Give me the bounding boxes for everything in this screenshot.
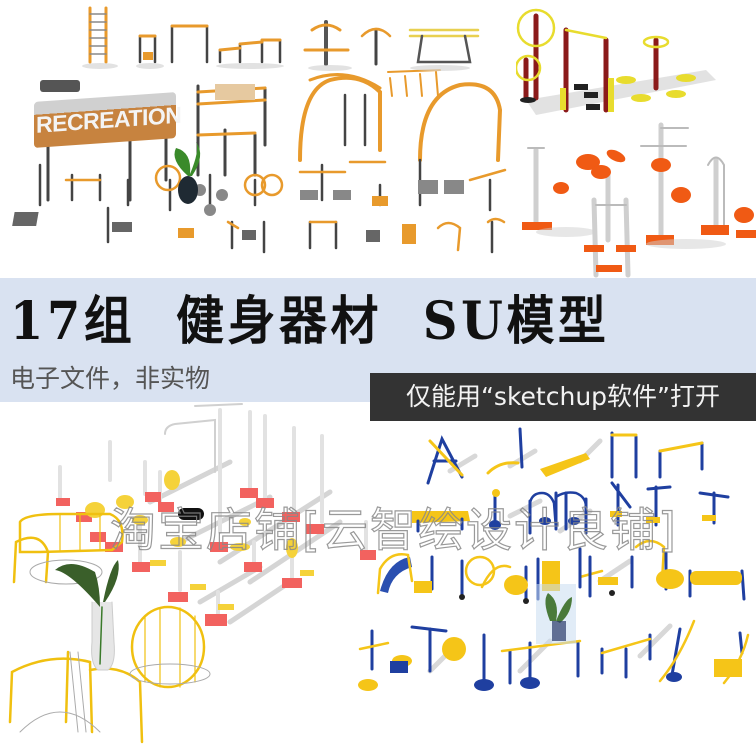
- recreation-sign-text: RECREATION: [36, 101, 182, 138]
- software-notice-label: 仅能用“sketchup软件”打开: [370, 373, 756, 421]
- panel-white-red-yellow-equipment: [0, 402, 378, 756]
- subtitle-digital-file: 电子文件，非实物: [10, 364, 211, 393]
- panel-maroon-orange-equipment: [516, 0, 756, 278]
- blue-yellow-equipment-illustration: [358, 427, 750, 691]
- maroon-orange-equipment-illustration: [516, 8, 756, 278]
- orange-equipment-illustration: [12, 6, 507, 254]
- white-red-yellow-equipment-illustration: [8, 403, 376, 744]
- headline-title: 17组 健身器材 SU模型: [10, 291, 610, 352]
- panel-blue-yellow-equipment: [350, 421, 756, 756]
- panel-orange-equipment: RECREATION: [0, 0, 516, 278]
